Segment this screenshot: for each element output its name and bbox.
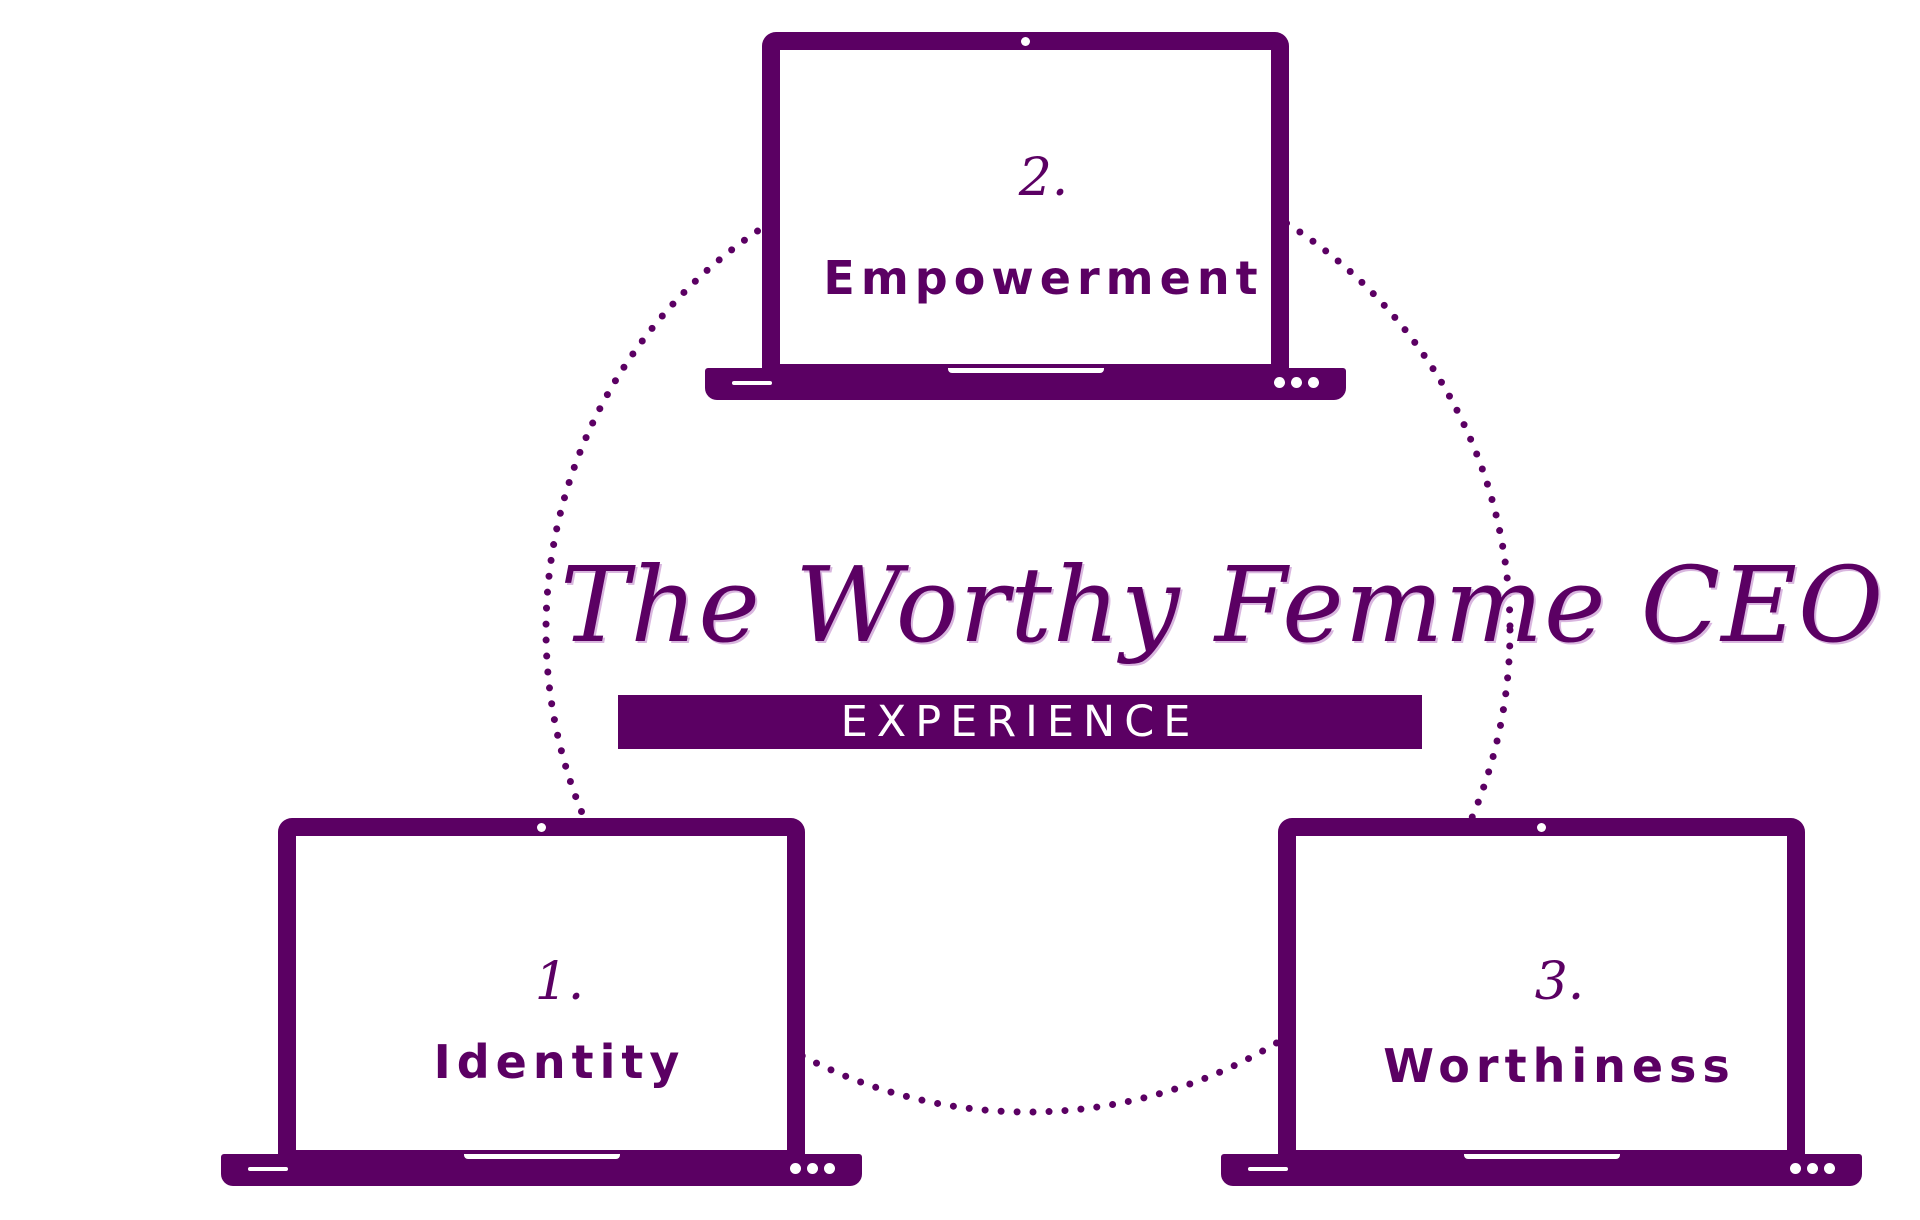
laptop-base bbox=[1221, 1154, 1862, 1186]
brand-subtitle-banner: EXPERIENCE bbox=[618, 695, 1422, 749]
base-dots-icon bbox=[1274, 377, 1319, 388]
base-dots-icon bbox=[1790, 1163, 1835, 1174]
step-label: Identity bbox=[433, 1035, 686, 1089]
camera-dot-icon bbox=[1021, 37, 1030, 46]
trackpad-slot-icon bbox=[948, 368, 1104, 373]
base-line-icon bbox=[248, 1167, 288, 1171]
laptop-base bbox=[221, 1154, 862, 1186]
step-number: 1. bbox=[534, 952, 585, 1012]
camera-dot-icon bbox=[537, 823, 546, 832]
base-line-icon bbox=[1248, 1167, 1288, 1171]
laptop-screen: 2. Empowerment bbox=[762, 32, 1289, 382]
laptop-screen: 3. Worthiness bbox=[1278, 818, 1805, 1168]
laptop-base bbox=[705, 368, 1346, 400]
base-line-icon bbox=[732, 381, 772, 385]
step-label: Worthiness bbox=[1383, 1039, 1736, 1093]
step-number: 3. bbox=[1534, 952, 1585, 1012]
trackpad-slot-icon bbox=[1464, 1154, 1620, 1159]
laptop-screen: 1. Identity bbox=[278, 818, 805, 1168]
step-number: 2. bbox=[1018, 148, 1069, 208]
camera-dot-icon bbox=[1537, 823, 1546, 832]
base-dots-icon bbox=[790, 1163, 835, 1174]
brand-title: The Worthy Femme CEO bbox=[560, 544, 1885, 666]
trackpad-slot-icon bbox=[464, 1154, 620, 1159]
step-label: Empowerment bbox=[823, 251, 1264, 305]
